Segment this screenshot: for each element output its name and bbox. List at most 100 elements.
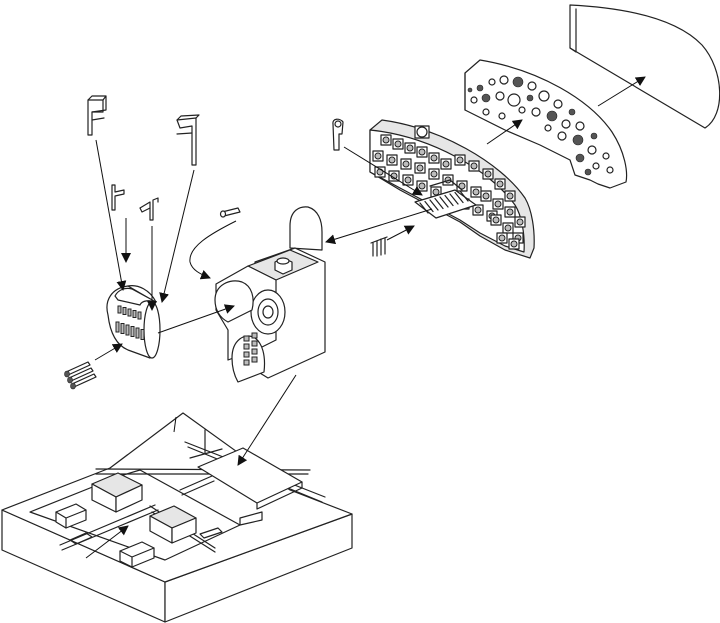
switch-tick (444, 194, 454, 207)
front-gauge-hole (507, 93, 521, 107)
rear-gauge-dial (374, 152, 382, 160)
rear-gauge-dial (416, 126, 428, 138)
drum-slot (127, 308, 132, 317)
front-gauge-hole (602, 152, 610, 160)
leader-floor-edge (173, 416, 177, 433)
assembly-arrows (85, 76, 646, 559)
front-gauge-hole (538, 90, 550, 102)
front-gauge-hole (495, 91, 505, 101)
console-key (251, 332, 258, 339)
rear-gauge-dial (430, 170, 438, 178)
rear-gauge-dial (472, 188, 480, 196)
arrow-console-to-floor (237, 374, 297, 466)
switch-tick (419, 202, 429, 214)
arrow-floor-pedal (85, 525, 129, 559)
rear-gauge-dial (388, 156, 396, 164)
rear-gauge-dial (492, 216, 500, 224)
front-gauge-hole (590, 132, 598, 140)
console-key (251, 356, 258, 363)
arrow-front-panel (486, 119, 523, 145)
rear-gauge-dial (482, 192, 490, 200)
arrow-glare-shield (597, 76, 646, 107)
front-gauge-hole (568, 108, 576, 116)
pedal-bar-part-c (111, 184, 125, 211)
console-key (251, 348, 258, 355)
drum-slots (115, 305, 145, 340)
rear-gauge-dial (402, 160, 410, 168)
rear-gauge-dial (442, 160, 450, 168)
arrow-panel-to-console (325, 208, 433, 245)
rear-gauge-dial (516, 218, 524, 226)
front-gauge-hole (575, 121, 585, 131)
rear-gauge-dial (418, 148, 426, 156)
front-gauge-hole (488, 78, 496, 86)
drum-slot (140, 329, 145, 340)
rudder-pedal-drum (106, 285, 161, 359)
drum-slot (122, 307, 127, 315)
arrow-pin-part (189, 220, 237, 280)
arrow-throttle-rods (386, 225, 415, 241)
front-panel-instruments (467, 75, 614, 176)
rear-gauge-dial (506, 208, 514, 216)
rear-gauge-dial (394, 140, 402, 148)
front-gauge-hole (518, 106, 526, 114)
pin-part (219, 207, 241, 218)
rear-gauge-dial (494, 200, 502, 208)
switch-tick (454, 191, 464, 204)
front-gauge-hole (546, 110, 558, 122)
rear-gauge-dial (406, 144, 414, 152)
front-gauge-hole (587, 145, 597, 155)
arrow-pins (94, 343, 123, 361)
arrow-part-b (159, 169, 195, 303)
front-gauge-hole (561, 119, 571, 129)
front-gauge-hole (553, 99, 563, 109)
front-gauge-hole (531, 107, 541, 117)
rear-gauge-dial (506, 192, 514, 200)
front-gauge-hole (527, 81, 537, 91)
rear-gauge-dial (498, 234, 506, 242)
rear-gauge-dial (510, 240, 518, 248)
throttle-rods (370, 236, 388, 257)
pedal-bar-part-a (87, 95, 107, 136)
front-gauge-hole (526, 94, 534, 102)
front-gauge-hole (592, 162, 600, 170)
front-gauge-hole (606, 166, 614, 174)
drum-slot (120, 323, 125, 334)
arrow-control-lever (343, 146, 423, 196)
switch-tick (449, 193, 459, 205)
switch-strips (414, 179, 477, 219)
rear-gauge-dial (404, 176, 412, 184)
pedestal-console (214, 206, 326, 383)
front-gauge-hole (482, 108, 490, 116)
front-gauge-hole (470, 96, 478, 104)
switch-tick (459, 190, 469, 202)
drum-slot (117, 305, 122, 314)
rear-gauge-dial (496, 180, 504, 188)
cockpit-floor (1, 412, 353, 623)
console-key-grid (243, 332, 258, 366)
front-gauge-hole (481, 93, 491, 103)
arrow-part-a (95, 139, 127, 291)
rear-gauge-dial (484, 170, 492, 178)
front-gauge-hole (512, 76, 524, 88)
rear-gauge-dial (416, 164, 424, 172)
rear-gauge-dial (432, 188, 440, 196)
glare-shield (569, 4, 720, 129)
rear-gauge-dial (382, 136, 390, 144)
rear-gauge-dial (456, 156, 464, 164)
arrow-drum-to-console (157, 304, 235, 334)
console-key (251, 340, 258, 347)
front-gauge-hole (499, 75, 509, 85)
front-gauge-hole (575, 153, 585, 163)
console-key (243, 351, 250, 358)
rear-gauge-dial (430, 154, 438, 162)
pedal-bar-part-d (139, 197, 159, 221)
rear-gauge-dial (418, 182, 426, 190)
front-gauge-hole (584, 168, 592, 176)
drum-slot (137, 311, 142, 320)
front-gauge-hole (572, 134, 584, 146)
drum-slot (130, 326, 135, 337)
front-gauge-hole (476, 84, 484, 92)
